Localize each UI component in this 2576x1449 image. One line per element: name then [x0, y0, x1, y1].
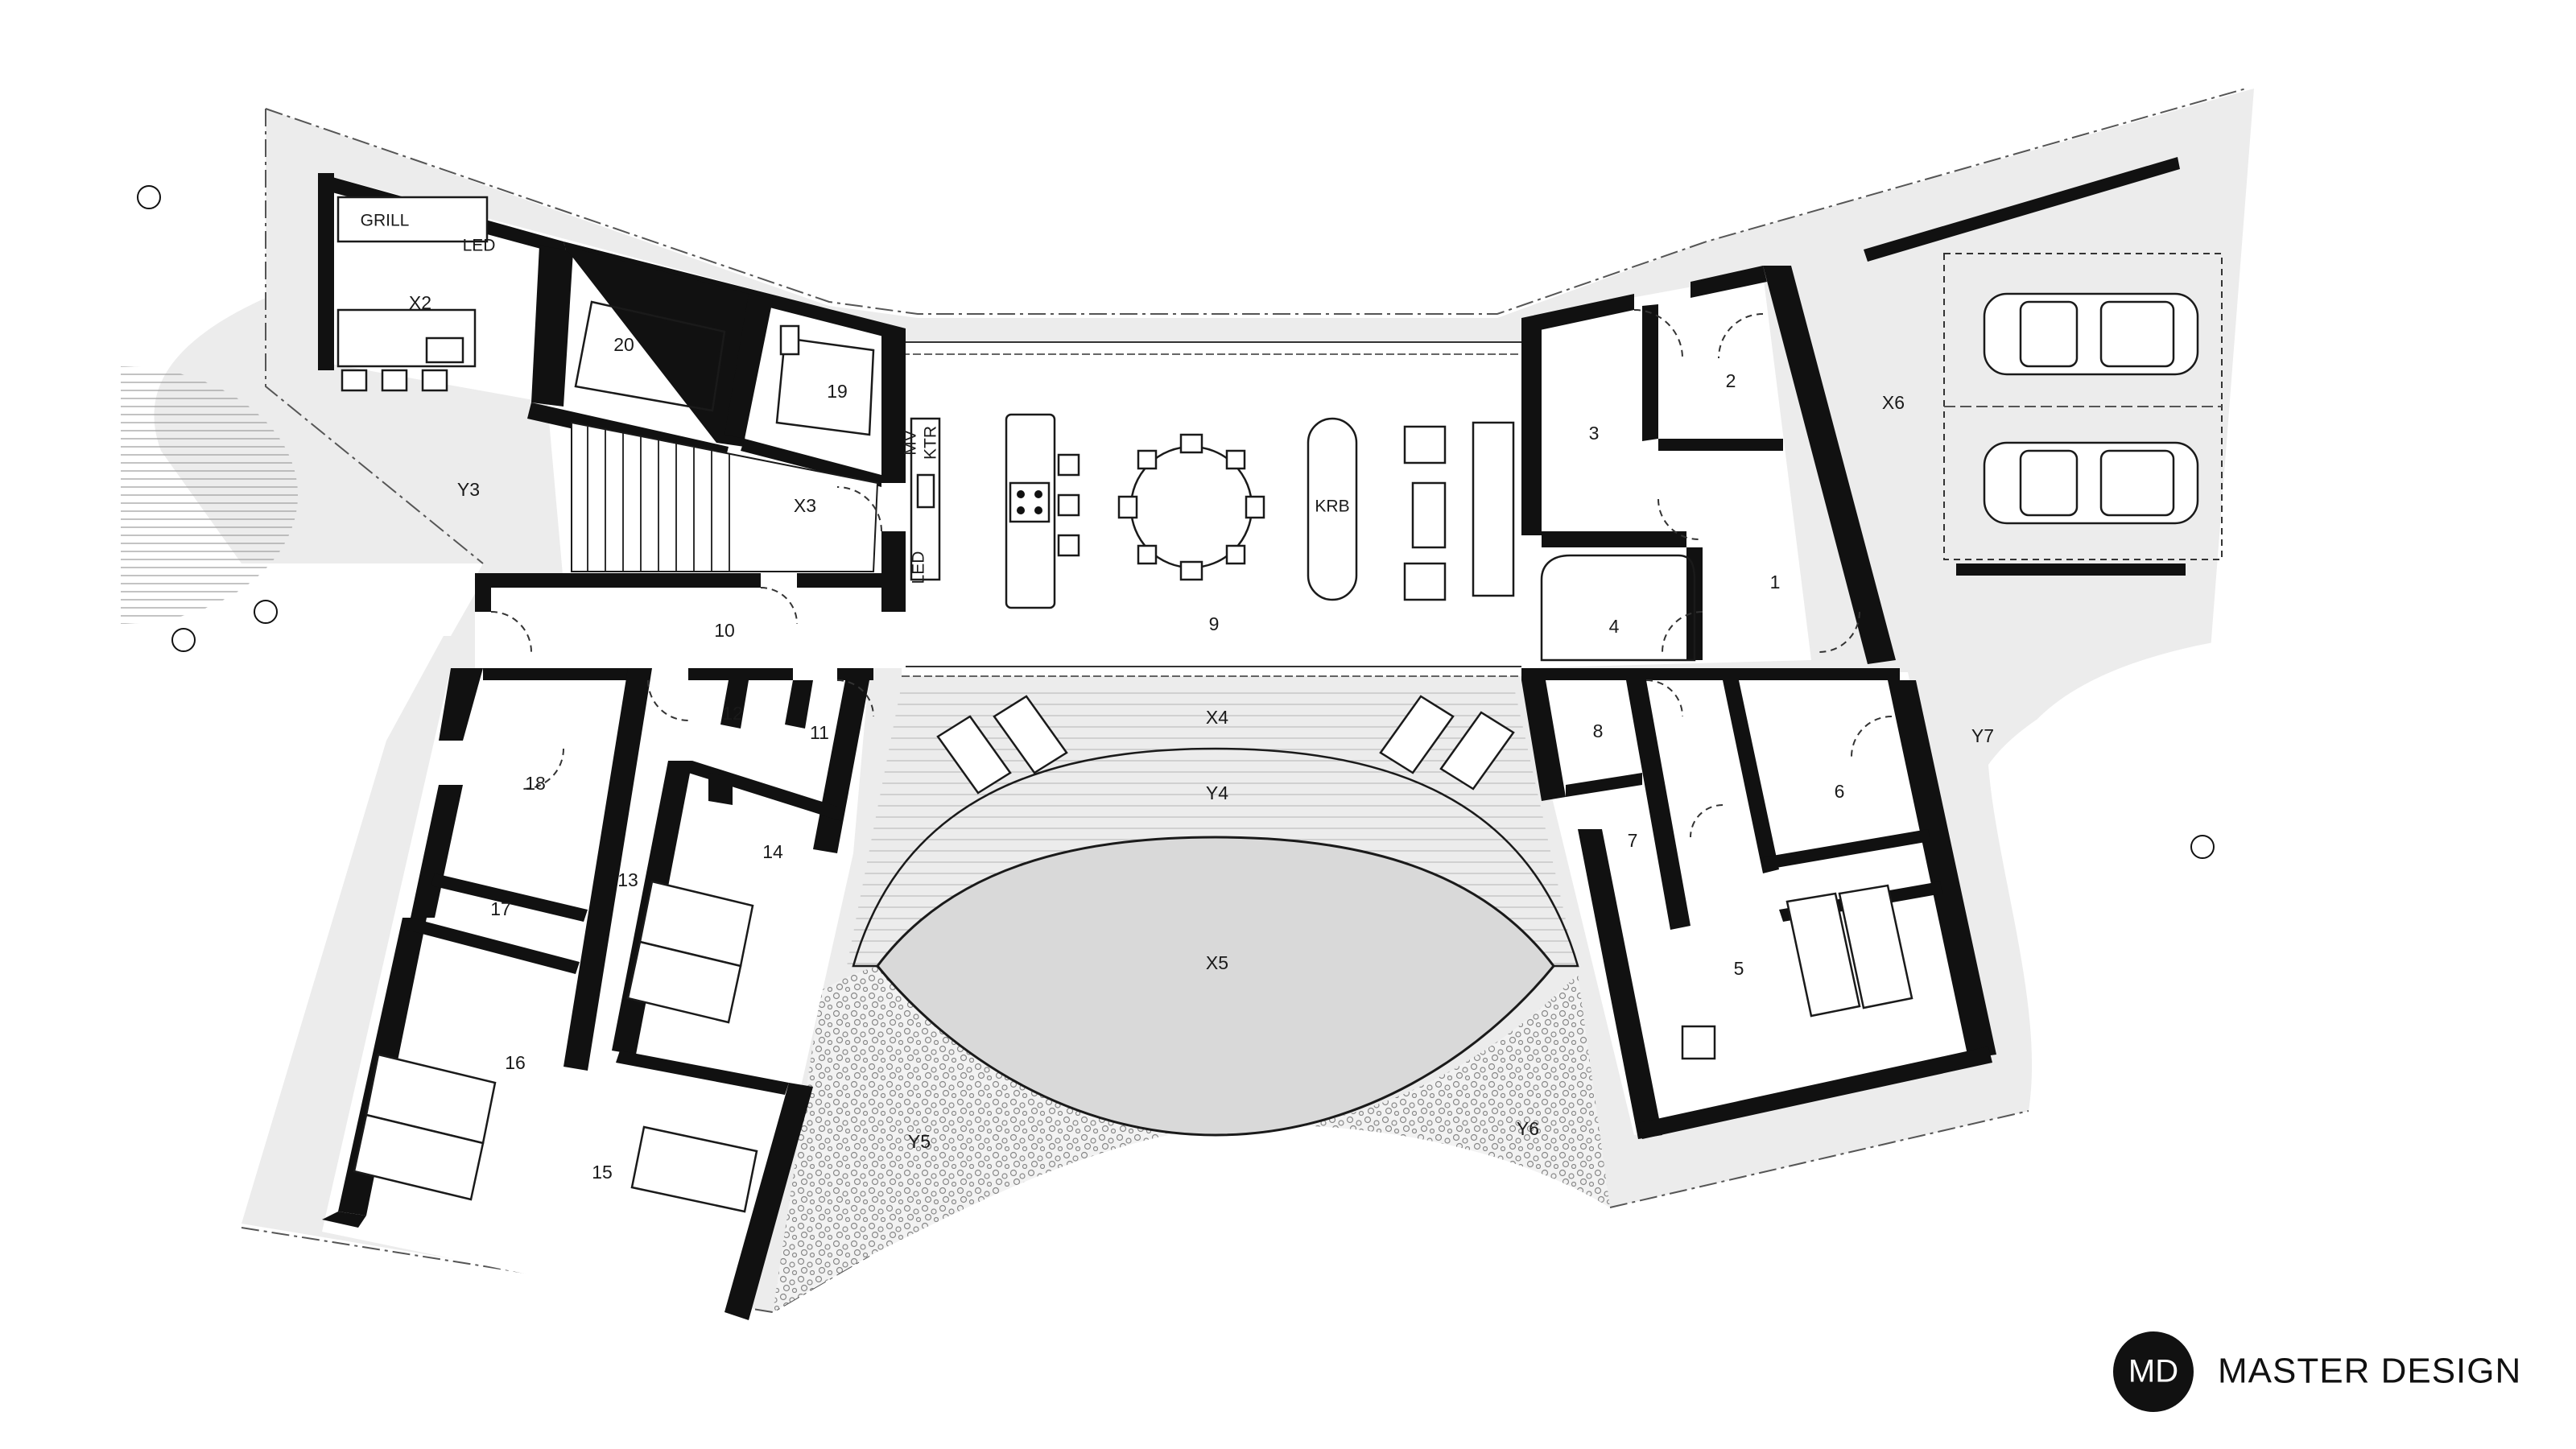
room-label-8: 8 — [1593, 720, 1604, 741]
sunbeds-left — [936, 695, 1068, 795]
room-label-13: 13 — [617, 869, 638, 890]
zone-label-y3: Y3 — [457, 479, 480, 500]
zone-label-x3: X3 — [794, 495, 816, 516]
room-label-20: 20 — [613, 334, 634, 355]
room-label-12: 12 — [722, 703, 743, 724]
room-label-7: 7 — [1628, 830, 1638, 851]
room-label-4: 4 — [1609, 616, 1620, 637]
zone-label-y6: Y6 — [1517, 1118, 1539, 1139]
logo-monogram: MD — [2128, 1354, 2178, 1389]
room-label-14: 14 — [762, 841, 783, 862]
fixture-led-side: LED — [910, 551, 928, 584]
site-boundary — [265, 88, 2247, 315]
left-garden-curve — [121, 109, 266, 346]
fixture-mv: MV — [902, 430, 920, 456]
room-label-15: 15 — [592, 1162, 613, 1183]
left-lawn — [121, 366, 298, 624]
zone-label-x5: X5 — [1206, 952, 1228, 973]
corridor-10 — [475, 584, 906, 668]
room-label-6: 6 — [1835, 781, 1845, 802]
fixture-grill: GRILL — [361, 212, 410, 230]
room-label-10: 10 — [714, 620, 735, 641]
sofa — [1472, 421, 1515, 597]
staircase-x3 — [571, 421, 879, 572]
zone-label-x6: X6 — [1882, 392, 1905, 413]
car-top — [1983, 292, 2199, 376]
fixture-krb: KRB — [1315, 497, 1349, 516]
beds-room-15 — [630, 1125, 758, 1213]
car-bottom — [1983, 441, 2199, 525]
room-label-1: 1 — [1770, 572, 1781, 592]
room-label-3: 3 — [1589, 423, 1600, 444]
room-label-19: 19 — [827, 381, 848, 402]
room-label-11: 11 — [810, 722, 829, 743]
zone-label-y4: Y4 — [1206, 782, 1228, 803]
beds-room-5 — [1785, 884, 1913, 1018]
beds-room-14 — [626, 880, 754, 1024]
room-label-18: 18 — [525, 773, 546, 794]
zone-label-y7: Y7 — [1971, 725, 1994, 746]
grill-counter — [336, 196, 489, 243]
zone-label-x4: X4 — [1206, 707, 1228, 728]
fixture-led-top: LED — [463, 237, 496, 255]
master-design-logo: MD MASTER DESIGN — [2113, 1331, 2521, 1412]
room-4-outline — [1540, 554, 1696, 662]
room-label-5: 5 — [1734, 958, 1744, 979]
beds-room-16 — [353, 1053, 497, 1201]
room-label-2: 2 — [1726, 370, 1736, 391]
zone-label-y5: Y5 — [908, 1131, 931, 1152]
fixture-ktr: KTR — [922, 426, 940, 460]
room-label-17: 17 — [490, 898, 511, 919]
room-label-16: 16 — [505, 1052, 526, 1073]
pool-surround-y5 — [773, 966, 1610, 1312]
y4-arc — [852, 747, 1579, 968]
room-label-9: 9 — [1209, 613, 1220, 634]
pool-x5 — [876, 836, 1555, 1137]
logo-brand-name: MASTER DESIGN — [2218, 1352, 2521, 1391]
east-north-block — [1521, 274, 1811, 668]
zone-label-x2: X2 — [409, 292, 431, 313]
sunbeds-right — [1379, 695, 1515, 791]
fireplace-krb — [1307, 417, 1358, 601]
